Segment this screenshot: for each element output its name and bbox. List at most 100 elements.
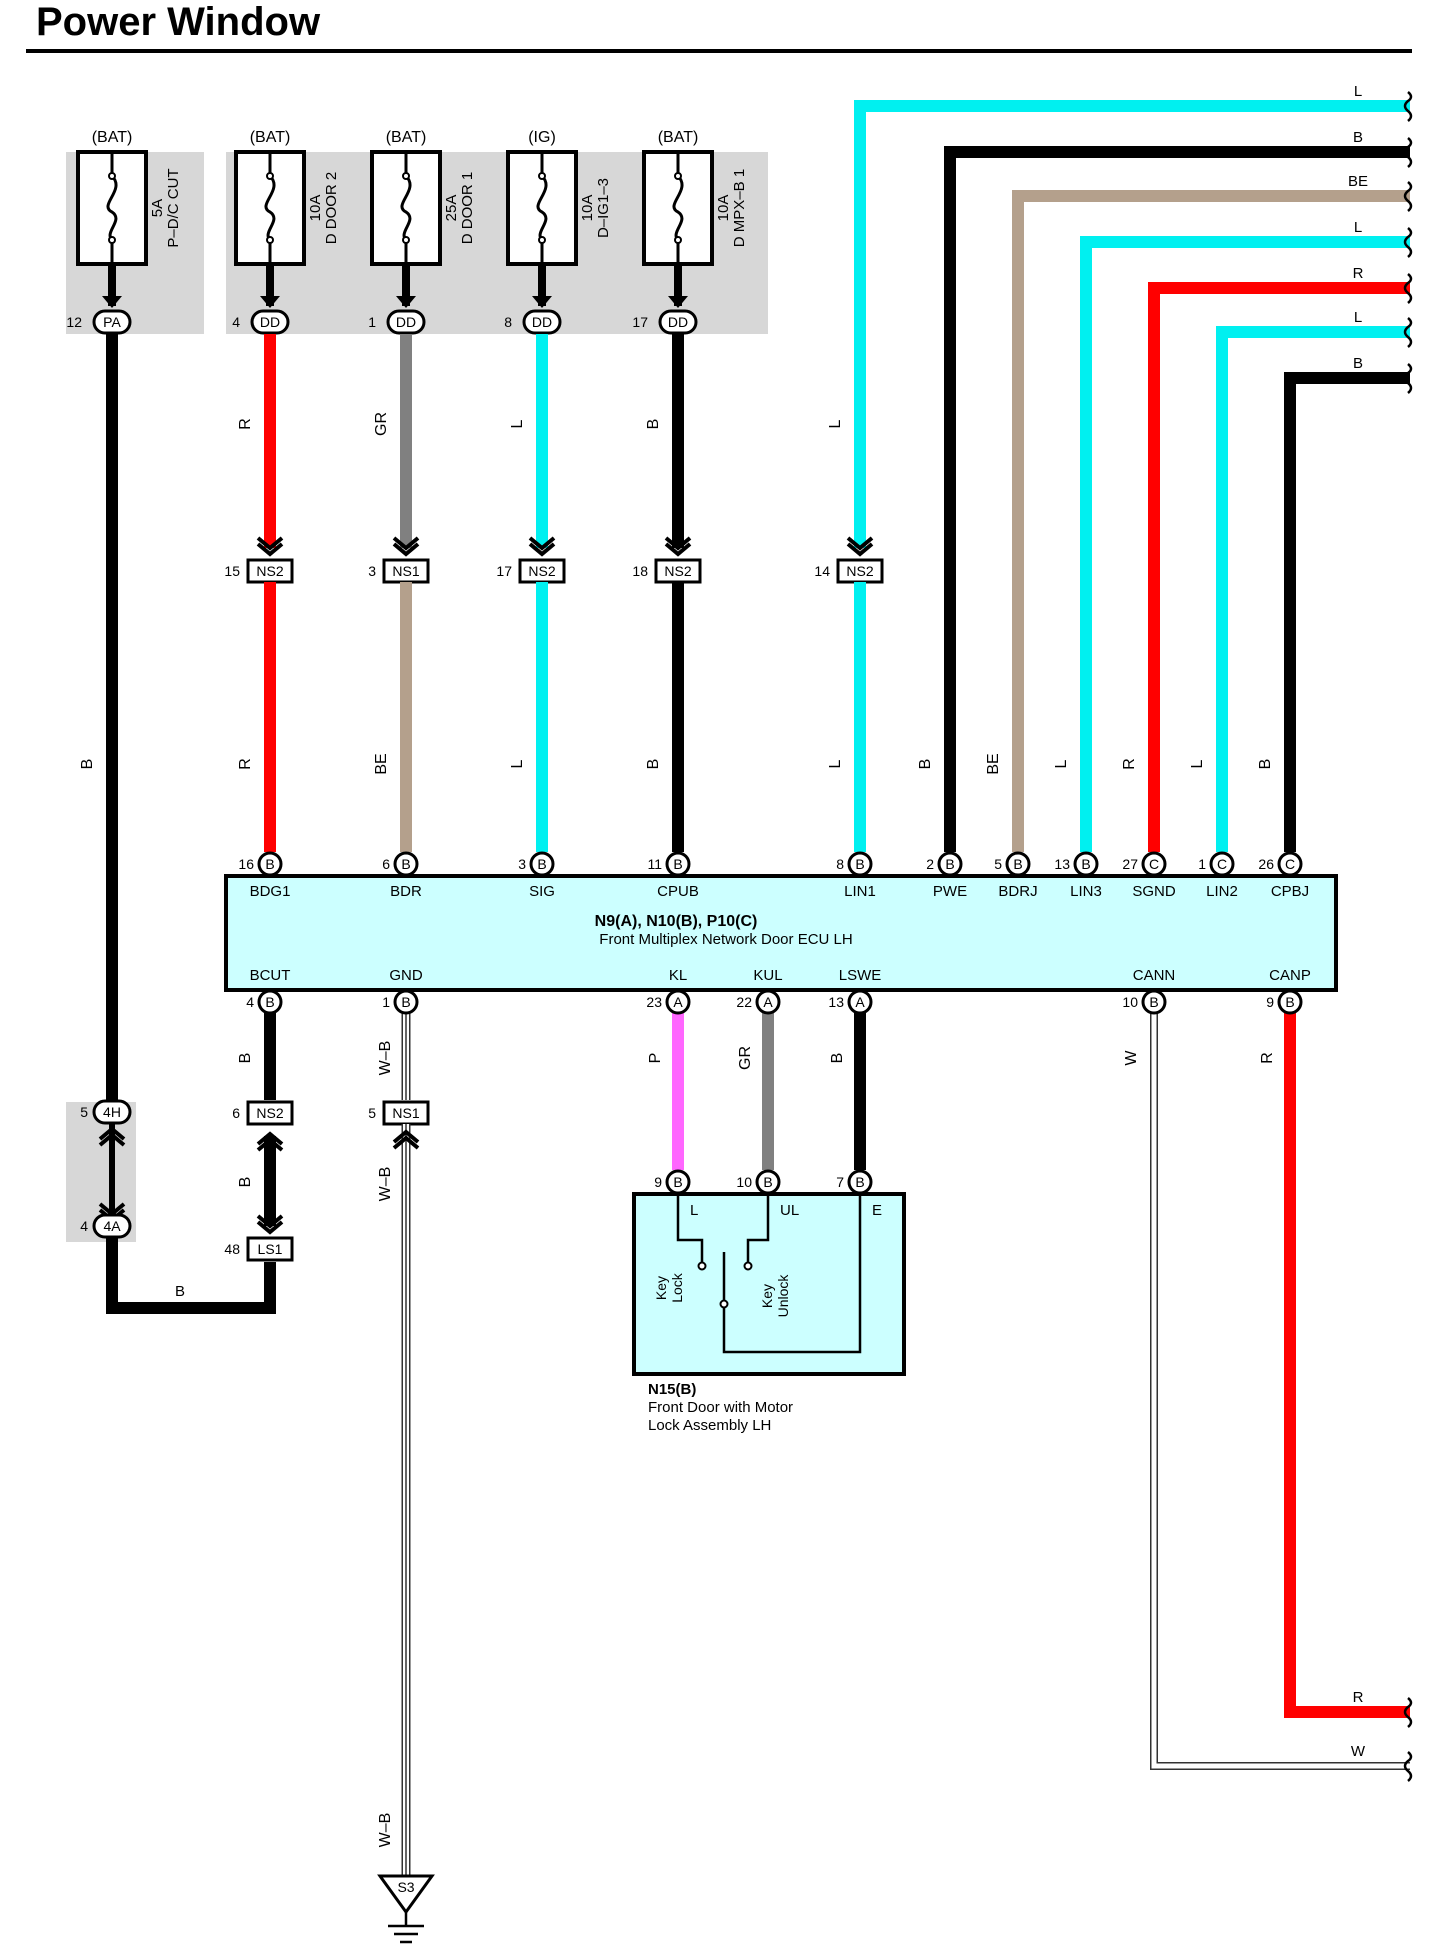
ecu-subtitle: Front Multiplex Network Door ECU LH — [599, 931, 852, 948]
fuse-terminal — [538, 236, 546, 244]
key-unlock-label: Key — [759, 1284, 775, 1308]
ecu-bottom-pin-connector-letter: A — [763, 994, 773, 1010]
connector-4h-oval — [92, 1099, 132, 1125]
wire-break-icon — [1403, 317, 1413, 348]
wire-ecu-top — [1148, 282, 1410, 852]
ecu-top-pin-connector-circle — [529, 851, 555, 877]
lock-pin-connector-letter: B — [673, 1174, 682, 1190]
ecu-bottom-pin-connector-letter: A — [855, 994, 865, 1010]
fuse-terminal — [674, 236, 682, 244]
junction-chevron-icon — [846, 536, 874, 557]
ecu-bottom-pin-label: LSWE — [839, 967, 882, 984]
ecu-bottom-pin-label: GND — [389, 967, 423, 984]
connector-4a-pin: 4 — [80, 1218, 88, 1234]
ecu-top-pin-number: 16 — [238, 856, 254, 872]
ecu-bottom-pin-connector-letter: A — [673, 994, 683, 1010]
wire-color-label: B — [79, 759, 96, 770]
fuse-pin: 12 — [66, 314, 82, 330]
connector-bcut-ns2-pin: 6 — [232, 1105, 240, 1121]
fuse-connector-oval — [92, 309, 132, 335]
wire-lin1-upper — [854, 100, 1410, 548]
wire-break-icon — [1403, 363, 1413, 394]
ecu-top-pin-connector-circle — [1277, 851, 1303, 877]
ecu-top-pin-connector-letter: B — [855, 856, 864, 872]
edge-wire-label: B — [1353, 129, 1363, 146]
ecu-bottom-pin-connector-letter: B — [1285, 994, 1294, 1010]
wire-color-label: B — [175, 1283, 185, 1300]
wire-color-label: BE — [985, 753, 1002, 774]
fuse-amp: 10A — [579, 195, 596, 222]
fuse-terminal — [108, 172, 116, 180]
wire-color-label: B — [237, 1053, 254, 1064]
ecu-bottom-pin-label: KL — [669, 967, 687, 984]
chevron-up-icon — [392, 1129, 420, 1150]
edge-wire-label: L — [1354, 309, 1362, 326]
lock-pin-number: 9 — [654, 1174, 662, 1190]
ecu-top-pin-label: PWE — [933, 883, 967, 900]
ecu-top-pin-connector-letter: B — [265, 856, 274, 872]
ecu-top-pin-label: BDG1 — [250, 883, 291, 900]
wire-color-label: L — [509, 759, 526, 768]
junction-pin: 14 — [814, 563, 830, 579]
switch-wire — [676, 1193, 704, 1264]
key-lock-label: Lock — [669, 1272, 685, 1303]
wire-break-icon — [1403, 227, 1413, 258]
ecu-top-pin-label: LIN1 — [844, 883, 876, 900]
fuse-connector-letter: DD — [532, 314, 552, 330]
wire-color-label: R — [237, 418, 254, 430]
ecu-top-pin-number: 1 — [1198, 856, 1206, 872]
ecu-bottom-pin-label: KUL — [753, 967, 782, 984]
fuse-terminal — [266, 172, 274, 180]
ecu-bottom-pin-number: 10 — [1122, 994, 1138, 1010]
ecu-bottom-pin-number: 4 — [246, 994, 254, 1010]
lock-title: N15(B) — [648, 1381, 696, 1398]
ecu-bottom-pin-number: 9 — [1266, 994, 1274, 1010]
switch-wire — [746, 1193, 770, 1264]
fuse-pin: 4 — [232, 314, 240, 330]
chevron-down-icon — [256, 1214, 284, 1235]
connector-bcut-ns2-box — [246, 1100, 294, 1126]
ecu-bottom-pin-connector-circle — [257, 989, 283, 1015]
fuse-arrow-icon — [102, 296, 122, 308]
fuse-name: D–IG1–3 — [595, 178, 612, 238]
wire-break-icon — [1403, 91, 1413, 122]
fuse-amp: 5A — [149, 199, 166, 217]
page-title: Power Window — [36, 0, 321, 44]
ecu-top-pin-number: 6 — [382, 856, 390, 872]
wire-color-label: L — [827, 419, 844, 428]
wire-bottom-loop — [106, 1237, 276, 1314]
wire-color-label: L — [1189, 759, 1206, 768]
edge-wire-label: R — [1353, 1689, 1364, 1706]
key-lock-label: Key — [653, 1276, 669, 1300]
ecu-top-pin-connector-letter: B — [945, 856, 954, 872]
lock-subtitle: Lock Assembly LH — [648, 1417, 771, 1434]
wire-color-label: R — [237, 758, 254, 770]
wire-break-icon — [1403, 137, 1413, 168]
title-rule — [26, 49, 1412, 53]
fuse-arrow-icon — [668, 296, 688, 308]
fuse-arrow-icon — [260, 296, 280, 308]
ecu-bottom-pin-label: CANP — [1269, 967, 1311, 984]
connector-bcut-ns2-label: NS2 — [256, 1105, 283, 1121]
wire-ecu-top — [944, 146, 1410, 852]
wire-ecu-top — [1216, 326, 1410, 852]
fuse-connector-oval — [250, 309, 290, 335]
chevron-up-icon — [98, 1126, 126, 1147]
fuse-connector-oval — [386, 309, 426, 335]
wire-color-label: R — [1121, 758, 1138, 770]
ecu-bottom-pin-number: 1 — [382, 994, 390, 1010]
fuse-source-label: (BAT) — [658, 129, 699, 146]
ground-symbol-icon — [388, 1912, 424, 1944]
junction-chevron-icon — [528, 536, 556, 557]
ecu-bottom-pin-number: 23 — [646, 994, 662, 1010]
wire-color-label: GR — [737, 1046, 754, 1070]
ecu-bottom-pin-label: CANN — [1133, 967, 1176, 984]
fuse-connector-letter: DD — [668, 314, 688, 330]
wire-color-label: W–B — [377, 1041, 394, 1076]
ecu-top-pin-connector-circle — [1005, 851, 1031, 877]
ecu-top-pin-connector-circle — [937, 851, 963, 877]
ecu-top-pin-label: BDRJ — [998, 883, 1037, 900]
fuse-pin: 1 — [368, 314, 376, 330]
lock-pin-connector-letter: B — [763, 1174, 772, 1190]
edge-wire-label: L — [1354, 83, 1362, 100]
